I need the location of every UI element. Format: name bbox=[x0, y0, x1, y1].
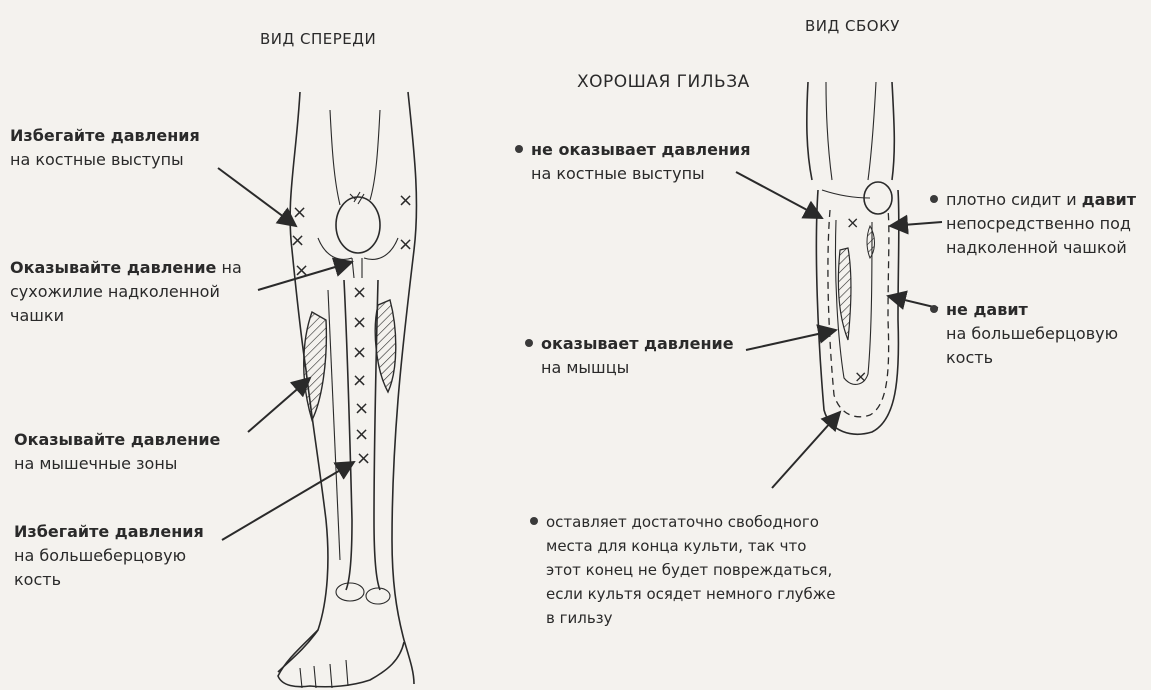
tibia bbox=[344, 280, 352, 590]
side-view-title: ХОРОШАЯ ГИЛЬЗА bbox=[577, 72, 750, 92]
front-label-2: Оказывайте давление на сухожилие надколе… bbox=[10, 256, 242, 328]
side-label-3: не давит на большеберцовую кость bbox=[930, 298, 1118, 370]
patella bbox=[336, 197, 380, 253]
svg-text:×: × bbox=[292, 202, 307, 223]
side-leg-drawing: ×× bbox=[807, 82, 899, 434]
side-label-5: оставляет достаточно свободного места дл… bbox=[530, 510, 836, 630]
svg-text:×: × bbox=[352, 282, 367, 303]
svg-text:×: × bbox=[354, 398, 369, 419]
svg-text:×: × bbox=[290, 230, 305, 251]
side-label-2: плотно сидит и давит непосредственно под… bbox=[930, 188, 1136, 260]
front-view-header: ВИД СПЕРЕДИ bbox=[260, 30, 376, 48]
front-label-3: Оказывайте давление на мышечные зоны bbox=[14, 428, 220, 476]
leg-outline-right bbox=[392, 92, 416, 684]
front-arrows bbox=[218, 168, 354, 540]
side-view-header: ВИД СБОКУ bbox=[805, 17, 900, 35]
muscle-zone-left bbox=[304, 312, 327, 420]
svg-text:×: × bbox=[398, 234, 413, 255]
front-label-4: Избегайте давления на большеберцовую кос… bbox=[14, 520, 204, 592]
muscle-zone-right bbox=[375, 300, 396, 392]
svg-text:×: × bbox=[354, 424, 369, 445]
side-label-4: оказывает давление на мышцы bbox=[525, 332, 734, 380]
svg-text:×: × bbox=[352, 312, 367, 333]
svg-text:×: × bbox=[356, 448, 371, 469]
svg-text:×: × bbox=[398, 190, 413, 211]
side-label-1: не оказывает давления на костные выступы bbox=[515, 138, 750, 186]
svg-text:×: × bbox=[352, 342, 367, 363]
svg-text:×: × bbox=[352, 370, 367, 391]
front-label-1: Избегайте давления на костные выступы bbox=[10, 124, 200, 172]
front-leg-drawing: ××× ×× ××× ×××× bbox=[278, 92, 416, 688]
svg-text:×: × bbox=[846, 213, 859, 232]
svg-text:×: × bbox=[854, 367, 867, 386]
